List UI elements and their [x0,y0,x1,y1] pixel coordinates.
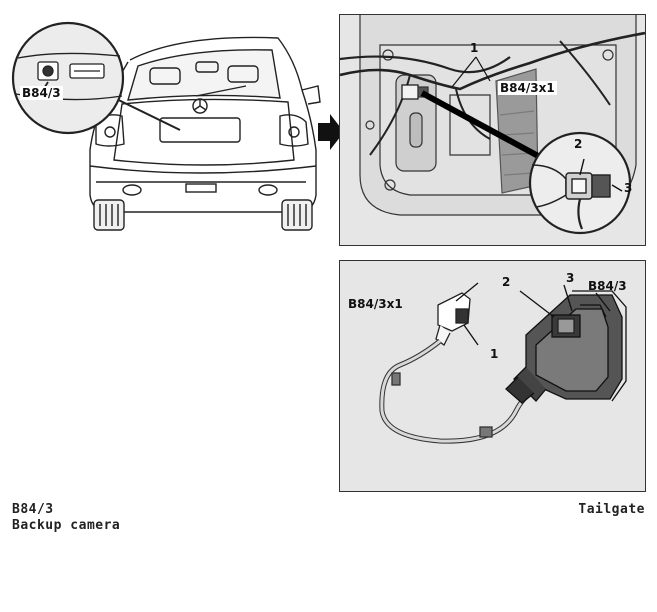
callout-install-b84-3x1: B84/3x1 [498,81,557,95]
callout-detail-b84-3x1: B84/3x1 [348,297,403,311]
callout-install-1: 1 [470,41,479,55]
vehicle-rear-view: B84/3 [10,20,325,235]
callout-detail-b84-3: B84/3 [588,279,627,293]
caption-description: Backup camera [12,518,121,533]
caption-code: B84/3 [12,502,54,517]
installation-illustration [340,15,645,245]
installation-panel: 1 B84/3x1 2 3 [339,14,646,246]
callout-detail-2: 2 [502,275,511,289]
callout-install-3: 3 [624,181,633,195]
callout-overview-b84-3: B84/3 [20,86,63,100]
inset-circle [11,21,125,135]
component-detail-illustration [340,261,645,491]
callout-detail-1: 1 [490,347,499,361]
callout-install-2: 2 [574,137,583,151]
vehicle-rear-illustration [11,21,321,231]
callout-detail-3: 3 [566,271,575,285]
caption-location: Tailgate [578,502,645,517]
arrow-right-icon [318,114,344,150]
component-detail-panel: B84/3x1 1 2 3 B84/3 [339,260,646,492]
